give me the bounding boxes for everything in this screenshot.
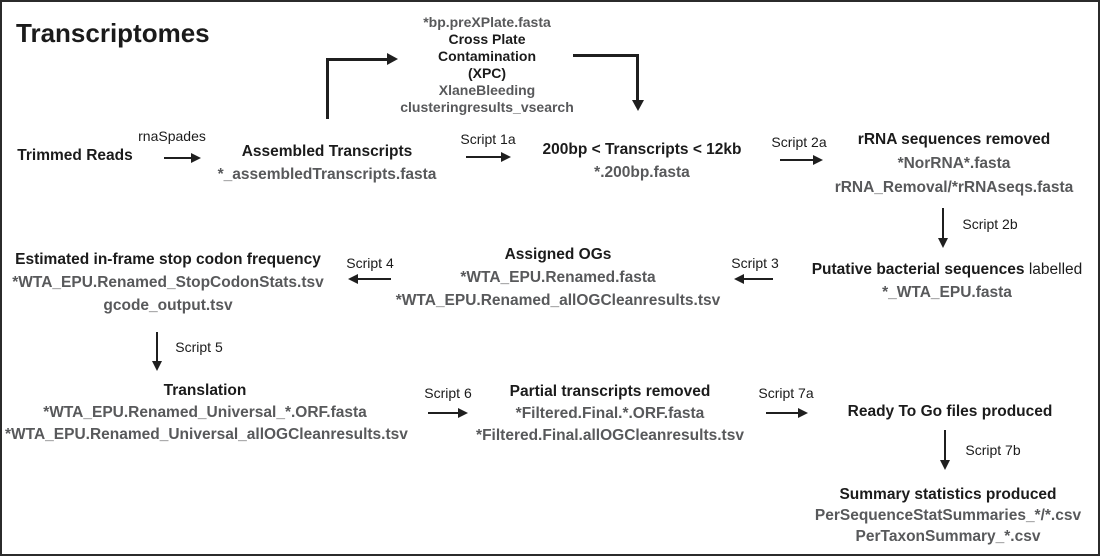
node-rrna-removed: rRNA sequences removed *NorRNA*.fasta rR… <box>814 128 1094 200</box>
edge-label-script-2b: Script 2b <box>962 216 1018 232</box>
arrow-head <box>734 274 744 284</box>
arrow-rnaspades <box>164 152 201 164</box>
node-file: PerSequenceStatSummaries_*/*.csv <box>814 507 1082 524</box>
arrow-script-7a <box>766 407 808 419</box>
arrow-head <box>458 408 468 418</box>
elbow-to-xpc-arrow-head <box>387 53 398 65</box>
node-label: Partial transcripts removed <box>509 383 711 400</box>
node-label: Summary statistics produced <box>839 486 1057 503</box>
node-label: Ready To Go files produced <box>847 403 1053 420</box>
elbow-from-xpc-arrow-head <box>632 100 644 111</box>
node-file: clusteringresults_vsearch <box>400 99 574 115</box>
node-file: *bp.preXPlate.fasta <box>423 14 551 30</box>
node-translation: Translation *WTA_EPU.Renamed_Universal_*… <box>5 380 408 446</box>
node-cross-plate-contamination: *bp.preXPlate.fasta Cross Plate Contamin… <box>387 14 587 116</box>
edge-label-script-1a: Script 1a <box>460 131 516 147</box>
node-file: *WTA_EPU.Renamed_Universal_*.ORF.fasta <box>43 404 367 421</box>
node-label: Contamination <box>438 48 536 64</box>
edge-label-script-2a: Script 2a <box>771 134 827 150</box>
node-file: PerTaxonSummary_*.csv <box>855 528 1041 545</box>
node-file: *Filtered.Final.*.ORF.fasta <box>515 405 705 422</box>
arrow-head <box>348 274 358 284</box>
node-file: *NorRNA*.fasta <box>897 155 1011 172</box>
arrow-shaft <box>766 412 800 414</box>
arrow-script-5 <box>151 332 163 371</box>
arrow-head <box>191 153 201 163</box>
elbow-from-xpc-horizontal <box>573 54 639 57</box>
node-assembled-transcripts: Assembled Transcripts *_assembledTranscr… <box>197 140 457 186</box>
arrow-head <box>938 238 948 248</box>
node-file: *WTA_EPU.Renamed_Universal_allOGCleanres… <box>5 426 408 443</box>
node-file: XlaneBleeding <box>438 82 536 98</box>
arrow-shaft <box>356 278 391 280</box>
node-label: Assembled Transcripts <box>241 143 413 160</box>
node-file: *Filtered.Final.allOGCleanresults.tsv <box>476 427 744 444</box>
node-file: *WTA_EPU.Renamed_allOGCleanresults.tsv <box>395 292 721 309</box>
arrow-script-1a <box>466 151 511 163</box>
node-label-regular: labelled <box>1024 261 1083 278</box>
node-assigned-ogs: Assigned OGs *WTA_EPU.Renamed.fasta *WTA… <box>393 243 723 312</box>
arrow-script-6 <box>428 407 468 419</box>
edge-label-script-3: Script 3 <box>731 255 779 271</box>
node-label: (XPC) <box>467 65 507 81</box>
node-label: Translation <box>163 382 247 399</box>
node-label-bold: Putative bacterial sequences <box>811 261 1025 278</box>
arrow-shaft <box>466 156 503 158</box>
arrow-shaft <box>164 157 193 159</box>
elbow-from-xpc-vertical <box>636 54 639 100</box>
arrow-script-2a <box>780 154 823 166</box>
node-trimmed-reads: Trimmed Reads <box>5 147 145 165</box>
arrow-head <box>152 361 162 371</box>
node-bacterial-labelled: Putative bacterial sequences labelled *_… <box>802 258 1092 304</box>
edge-label-script-6: Script 6 <box>424 385 472 401</box>
node-file: gcode_output.tsv <box>103 297 233 314</box>
arrow-script-4 <box>348 273 391 285</box>
edge-label-script-4: Script 4 <box>346 255 394 271</box>
node-file: *_WTA_EPU.fasta <box>882 284 1012 301</box>
arrow-head <box>940 460 950 470</box>
arrow-shaft <box>742 278 773 280</box>
node-file: *WTA_EPU.Renamed.fasta <box>460 269 656 286</box>
node-label: 200bp < Transcripts < 12kb <box>542 141 742 158</box>
node-stop-codon-frequency: Estimated in-frame stop codon frequency … <box>3 248 333 317</box>
elbow-to-xpc-vertical <box>326 58 329 119</box>
node-label: Estimated in-frame stop codon frequency <box>15 251 321 268</box>
node-size-filter: 200bp < Transcripts < 12kb *.200bp.fasta <box>527 138 757 184</box>
elbow-to-xpc-horizontal <box>326 58 387 61</box>
node-label: rRNA sequences removed <box>857 131 1051 148</box>
edge-label-script-7a: Script 7a <box>758 385 814 401</box>
arrow-script-3 <box>734 273 773 285</box>
edge-label-script-5: Script 5 <box>175 339 223 355</box>
node-ready-to-go: Ready To Go files produced <box>835 402 1065 422</box>
node-label: Putative bacterial sequences labelled <box>802 258 1092 281</box>
node-summary-statistics: Summary statistics produced PerSequenceS… <box>808 484 1088 547</box>
arrow-script-2b <box>937 208 949 248</box>
node-label: Cross Plate <box>448 31 526 47</box>
arrow-head <box>813 155 823 165</box>
arrow-shaft <box>156 332 158 363</box>
arrow-head <box>798 408 808 418</box>
node-label: Assigned OGs <box>504 246 612 263</box>
arrow-script-7b <box>939 430 951 470</box>
arrow-shaft <box>942 208 944 240</box>
node-file: rRNA_Removal/*rRNAseqs.fasta <box>834 179 1074 196</box>
node-file: *_assembledTranscripts.fasta <box>217 166 437 183</box>
node-partial-removed: Partial transcripts removed *Filtered.Fi… <box>465 381 755 447</box>
node-label: Trimmed Reads <box>17 147 133 164</box>
arrow-shaft <box>944 430 946 462</box>
arrow-head <box>501 152 511 162</box>
arrow-shaft <box>780 159 815 161</box>
edge-label-rnaspades: rnaSpades <box>138 128 206 144</box>
edge-label-script-7b: Script 7b <box>965 442 1021 458</box>
node-file: *.200bp.fasta <box>594 164 690 181</box>
arrow-shaft <box>428 412 460 414</box>
page-title: Transcriptomes <box>16 18 210 48</box>
node-file: *WTA_EPU.Renamed_StopCodonStats.tsv <box>12 274 324 291</box>
